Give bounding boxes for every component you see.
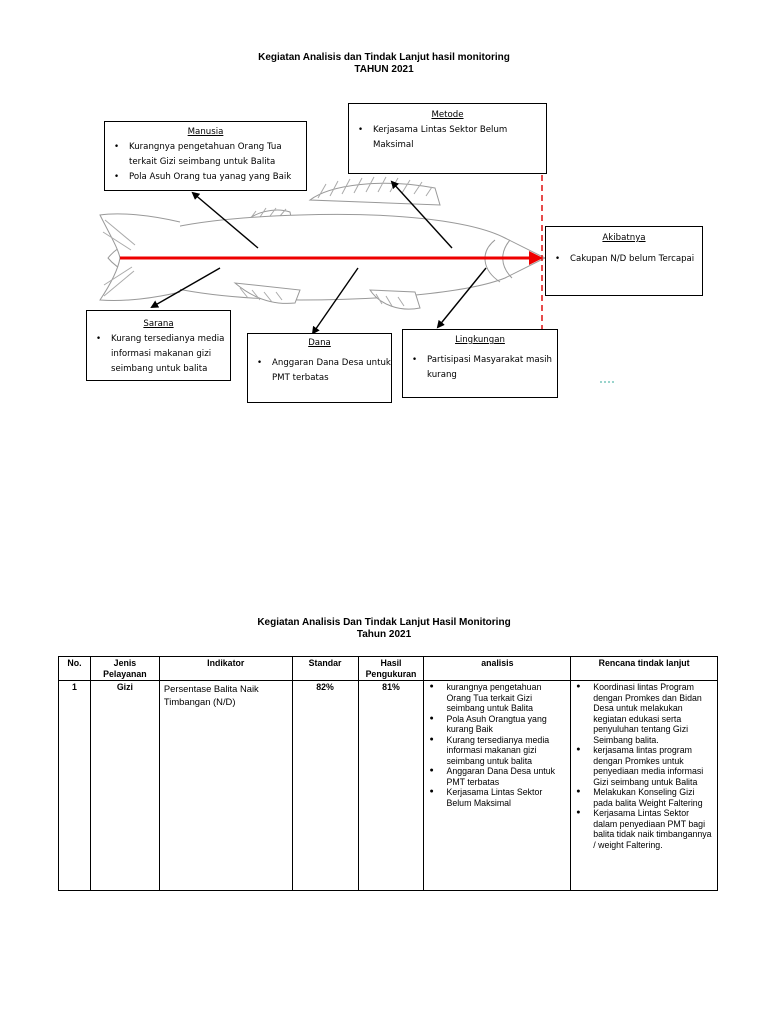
cause-item: Kerjasama Lintas Sektor Belum Maksimal xyxy=(349,123,546,153)
cell-indikator: Persentase Balita Naik Timbangan (N/D) xyxy=(158,680,293,891)
bone-arrow-metode xyxy=(390,180,453,249)
analisis-item: kurangnya pengetahuan Orang Tua terkait … xyxy=(428,682,566,714)
cause-box-sarana: Sarana Kurang tersedianya media informas… xyxy=(86,310,231,381)
header-hasil-pengukuran: Hasil Pengukuran xyxy=(357,656,425,681)
analisis-item: Kurang tersedianya media informasi makan… xyxy=(428,735,566,767)
header-analisis: analisis xyxy=(423,656,572,681)
header-no: No. xyxy=(58,656,91,681)
header-standar: Standar xyxy=(291,656,359,681)
cause-box-dana: Dana Anggaran Dana Desa untuk PMT terbat… xyxy=(247,333,392,403)
rencana-item: Melakukan Konseling Gizi pada balita Wei… xyxy=(575,787,713,808)
table-title: Kegiatan Analisis Dan Tindak Lanjut Hasi… xyxy=(0,617,768,641)
rencana-item: kerjasama lintas program dengan Promkes … xyxy=(575,745,713,787)
cause-item: Pola Asuh Orang tua yanag yang Baik xyxy=(105,170,306,185)
fish-outline xyxy=(99,176,547,310)
table-header-row: No. Jenis Pelayanan Indikator Standar Ha… xyxy=(58,656,718,681)
header-rencana: Rencana tindak lanjut xyxy=(570,656,718,681)
cell-hasil: 81% xyxy=(357,680,425,891)
analisis-item: Pola Asuh Orangtua yang kurang Baik xyxy=(428,714,566,735)
cause-heading: Lingkungan xyxy=(455,335,505,345)
diagram-title: Kegiatan Analisis dan Tindak Lanjut hasi… xyxy=(0,52,768,76)
diagram-title-line2: TAHUN 2021 xyxy=(354,64,414,75)
table-title-line2: Tahun 2021 xyxy=(356,629,412,640)
cause-item: Kurangnya pengetahuan Orang Tua terkait … xyxy=(105,140,306,170)
cell-no: 1 xyxy=(58,680,91,891)
table-title-line1: Kegiatan Analisis Dan Tindak Lanjut Hasi… xyxy=(257,617,511,628)
cause-box-manusia: Manusia Kurangnya pengetahuan Orang Tua … xyxy=(104,121,307,191)
table-row: 1 Gizi Persentase Balita Naik Timbangan … xyxy=(58,680,718,891)
monitoring-table: No. Jenis Pelayanan Indikator Standar Ha… xyxy=(58,656,718,891)
cause-heading: Metode xyxy=(431,110,464,120)
bone-arrow-lingkungan xyxy=(436,267,487,329)
effect-item: Cakupan N/D belum Tercapai xyxy=(546,252,702,267)
cause-heading: Dana xyxy=(308,338,331,348)
cause-box-metode: Metode Kerjasama Lintas Sektor Belum Mak… xyxy=(348,103,547,174)
cell-rencana: Koordinasi lintas Program dengan Promkes… xyxy=(570,680,718,891)
analisis-item: Anggaran Dana Desa untuk PMT terbatas xyxy=(428,766,566,787)
rencana-item: Koordinasi lintas Program dengan Promkes… xyxy=(575,682,713,745)
diagram-title-line1: Kegiatan Analisis dan Tindak Lanjut hasi… xyxy=(258,52,510,63)
cause-item: Partisipasi Masyarakat masih kurang xyxy=(403,353,557,383)
effect-heading: Akibatnya xyxy=(602,233,646,243)
fishbone-diagram xyxy=(99,175,616,383)
analisis-item: Kerjasama Lintas Sektor Belum Maksimal xyxy=(428,787,566,808)
cell-standar: 82% xyxy=(291,680,359,891)
bone-arrow-manusia xyxy=(191,191,259,249)
rencana-item: Kerjasama Lintas Sektor dalam penyediaan… xyxy=(575,808,713,850)
cell-analisis: kurangnya pengetahuan Orang Tua terkait … xyxy=(423,680,572,891)
bone-arrow-dana xyxy=(311,267,359,335)
header-indikator: Indikator xyxy=(158,656,293,681)
header-jenis-pelayanan: Jenis Pelayanan xyxy=(89,656,160,681)
cause-item: Anggaran Dana Desa untuk PMT terbatas xyxy=(248,356,391,386)
cause-box-lingkungan: Lingkungan Partisipasi Masyarakat masih … xyxy=(402,329,558,398)
effect-box-akibatnya: Akibatnya Cakupan N/D belum Tercapai xyxy=(545,226,703,296)
cause-heading: Manusia xyxy=(187,127,224,137)
cause-item: Kurang tersedianya media informasi makan… xyxy=(87,332,230,377)
cause-heading: Sarana xyxy=(143,319,174,329)
bone-arrow-sarana xyxy=(150,267,221,308)
cell-jenis-pelayanan: Gizi xyxy=(89,680,160,891)
